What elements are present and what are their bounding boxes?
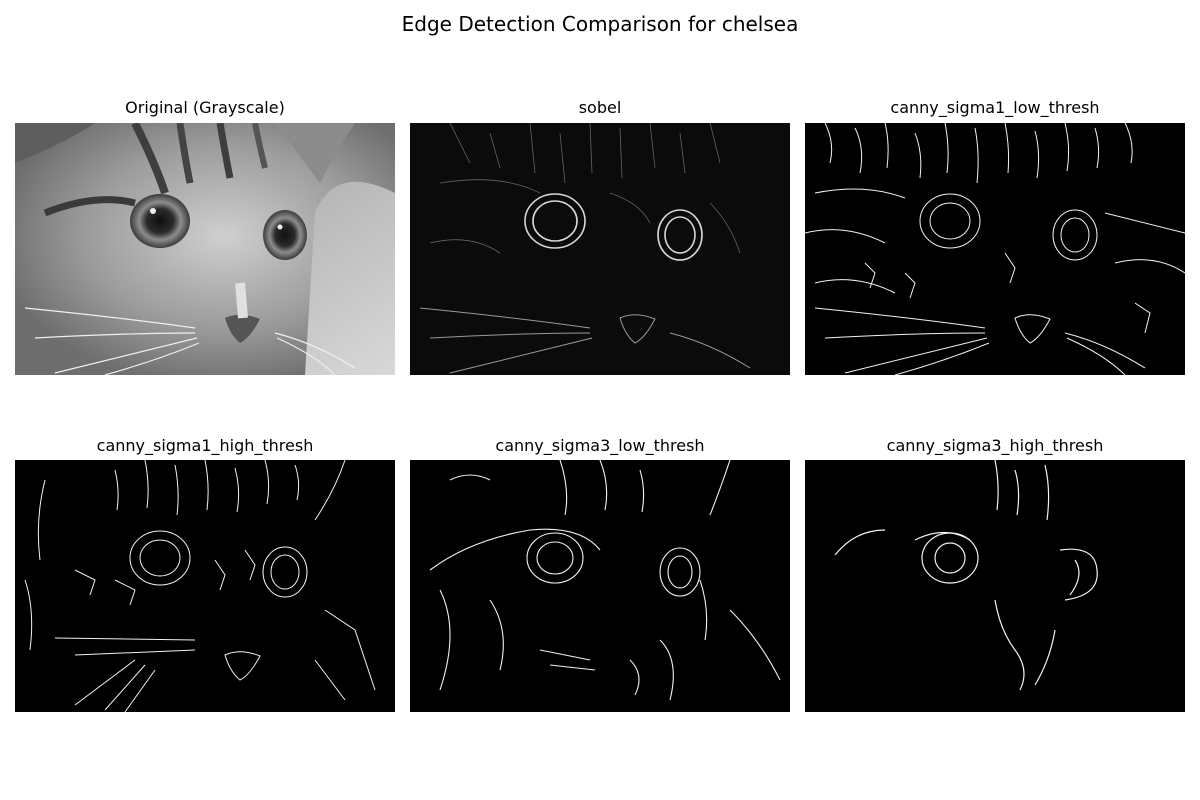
canny-sigma1-high-edge-image bbox=[15, 460, 395, 712]
panel-original-grayscale bbox=[15, 123, 395, 375]
panel-title-canny-sigma3-high: canny_sigma3_high_thresh bbox=[886, 436, 1104, 455]
panel-title-canny-sigma1-low: canny_sigma1_low_thresh bbox=[890, 98, 1100, 117]
figure-title: Edge Detection Comparison for chelsea bbox=[401, 12, 799, 36]
sobel-edge-image bbox=[410, 123, 790, 375]
panel-canny-sigma1-high bbox=[15, 460, 395, 712]
canny-sigma3-high-edge-image bbox=[805, 460, 1185, 712]
panel-title-sobel: sobel bbox=[578, 98, 622, 117]
panel-canny-sigma3-high bbox=[805, 460, 1185, 712]
canny-sigma3-low-edge-image bbox=[410, 460, 790, 712]
panel-title-canny-sigma1-high: canny_sigma1_high_thresh bbox=[96, 436, 314, 455]
panel-canny-sigma3-low bbox=[410, 460, 790, 712]
panel-title-canny-sigma3-low: canny_sigma3_low_thresh bbox=[495, 436, 705, 455]
panel-sobel bbox=[410, 123, 790, 375]
cat-grayscale-image bbox=[15, 123, 395, 375]
panel-title-original: Original (Grayscale) bbox=[125, 98, 285, 117]
canny-sigma1-low-edge-image bbox=[805, 123, 1185, 375]
panel-canny-sigma1-low bbox=[805, 123, 1185, 375]
